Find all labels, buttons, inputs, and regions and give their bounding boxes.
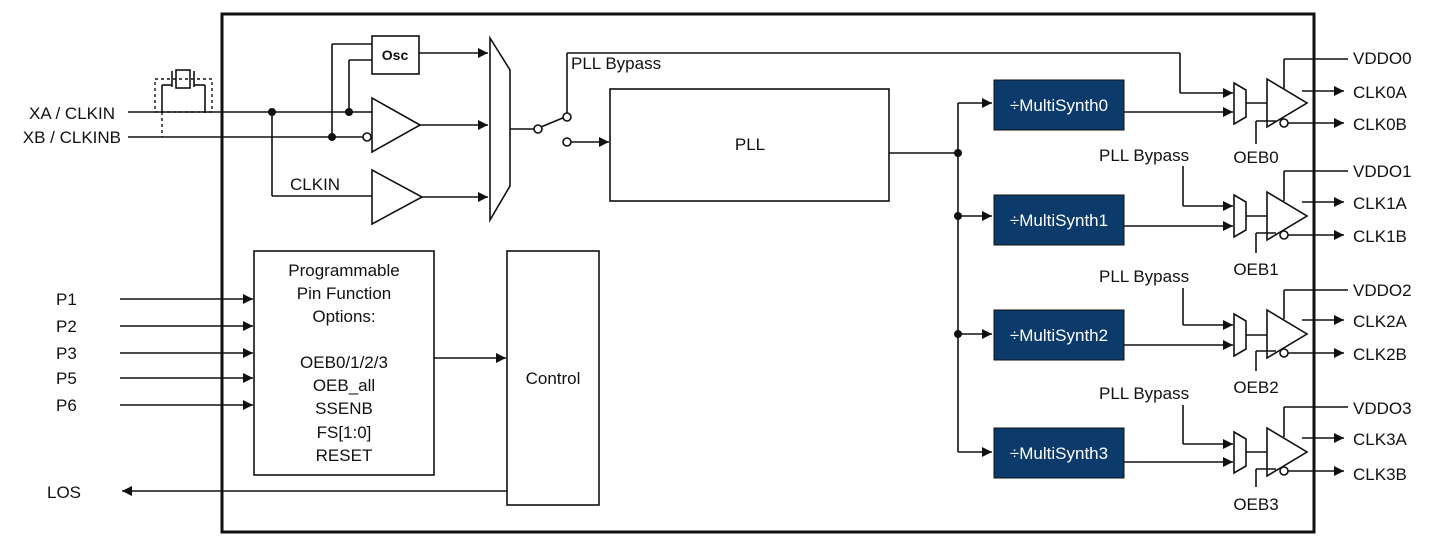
xb-clkinb-label: XB / CLKINB xyxy=(23,128,121,147)
pll-bypass-1-label: PLL Bypass xyxy=(1099,146,1189,165)
pin-p6-label: P6 xyxy=(56,396,77,415)
multisynth-1-block xyxy=(993,194,1125,246)
pll-label: PLL xyxy=(735,135,765,154)
xa-clkin-label: XA / CLKIN xyxy=(29,104,115,123)
multisynth-0-label: ÷MultiSynth0 xyxy=(1010,96,1108,115)
vddo3-label: VDDO3 xyxy=(1353,399,1412,418)
pin-function-line-6: OEB_all xyxy=(313,376,375,395)
multisynth-3-label: ÷MultiSynth3 xyxy=(1010,444,1108,463)
oeb2-label: OEB2 xyxy=(1233,378,1278,397)
los-label: LOS xyxy=(47,483,81,502)
crystal-icon xyxy=(154,69,213,137)
vddo1-label: VDDO1 xyxy=(1353,162,1412,181)
pll-bypass-label: PLL Bypass xyxy=(571,54,661,73)
pin-function-line-5: OEB0/1/2/3 xyxy=(300,353,388,372)
channel-2: PLL Bypass ÷MultiSynth2 VDDO2 CLK2A CLK2… xyxy=(993,267,1412,397)
multisynth-1-label: ÷MultiSynth1 xyxy=(1010,211,1108,230)
pin-inputs: P1 P2 P3 P5 P6 xyxy=(56,290,253,415)
clk0a-label: CLK0A xyxy=(1353,83,1408,102)
multisynth-2-label: ÷MultiSynth2 xyxy=(1010,326,1108,345)
clk2b-label: CLK2B xyxy=(1353,345,1407,364)
oeb3-label: OEB3 xyxy=(1233,495,1278,514)
clkin-buffer xyxy=(371,168,424,226)
osc-block xyxy=(371,35,420,75)
chip-outline xyxy=(220,12,1316,534)
clk1a-label: CLK1A xyxy=(1353,194,1408,213)
mux-3 xyxy=(1233,430,1247,475)
mux-1 xyxy=(1233,193,1247,239)
pin-function-line-2: Pin Function xyxy=(297,284,392,303)
clk1b-label: CLK1B xyxy=(1353,227,1407,246)
channel-0: ÷MultiSynth0 VDDO0 CLK0A CLK0B OEB0 xyxy=(993,49,1412,167)
diff-input-buffer xyxy=(371,96,422,154)
pin-p3-label: P3 xyxy=(56,344,77,363)
pin-function-line-9: RESET xyxy=(316,446,373,465)
mux-2 xyxy=(1233,312,1247,358)
clk2a-label: CLK2A xyxy=(1353,312,1408,331)
pin-function-line-7: SSENB xyxy=(315,399,373,418)
clk3a-label: CLK3A xyxy=(1353,430,1408,449)
pin-p1-label: P1 xyxy=(56,290,77,309)
multisynth-2-block xyxy=(993,309,1125,361)
vddo2-label: VDDO2 xyxy=(1353,281,1412,300)
pin-function-line-3: Options: xyxy=(312,307,375,326)
pin-p5-label: P5 xyxy=(56,369,77,388)
driver-0 xyxy=(1266,77,1309,129)
channel-3: PLL Bypass ÷MultiSynth3 VDDO3 CLK3A CLK3… xyxy=(993,384,1412,514)
oeb1-label: OEB1 xyxy=(1233,260,1278,279)
pll-block xyxy=(609,88,890,202)
multisynth-0-block xyxy=(993,79,1125,131)
pll-bypass-3-label: PLL Bypass xyxy=(1099,384,1189,403)
control-label: Control xyxy=(526,369,581,388)
pll-bypass-2-label: PLL Bypass xyxy=(1099,267,1189,286)
control-block xyxy=(506,250,600,506)
clkin-label: CLKIN xyxy=(290,175,340,194)
multisynth-3-block xyxy=(993,427,1125,479)
pin-p2-label: P2 xyxy=(56,317,77,336)
pin-function-block xyxy=(253,250,435,476)
driver-1 xyxy=(1266,190,1309,242)
clk0b-label: CLK0B xyxy=(1353,115,1407,134)
driver-3 xyxy=(1266,426,1309,478)
oeb0-label: OEB0 xyxy=(1233,148,1278,167)
driver-2 xyxy=(1266,308,1309,360)
pin-function-line-1: Programmable xyxy=(288,261,400,280)
input-mux xyxy=(489,35,511,223)
pin-function-line-8: FS[1:0] xyxy=(317,423,372,442)
vddo0-label: VDDO0 xyxy=(1353,49,1412,68)
channel-1: PLL Bypass ÷MultiSynth1 VDDO1 CLK1A CLK1… xyxy=(993,146,1412,279)
clk3b-label: CLK3B xyxy=(1353,465,1407,484)
mux-0 xyxy=(1233,81,1247,126)
osc-label: Osc xyxy=(382,47,409,63)
